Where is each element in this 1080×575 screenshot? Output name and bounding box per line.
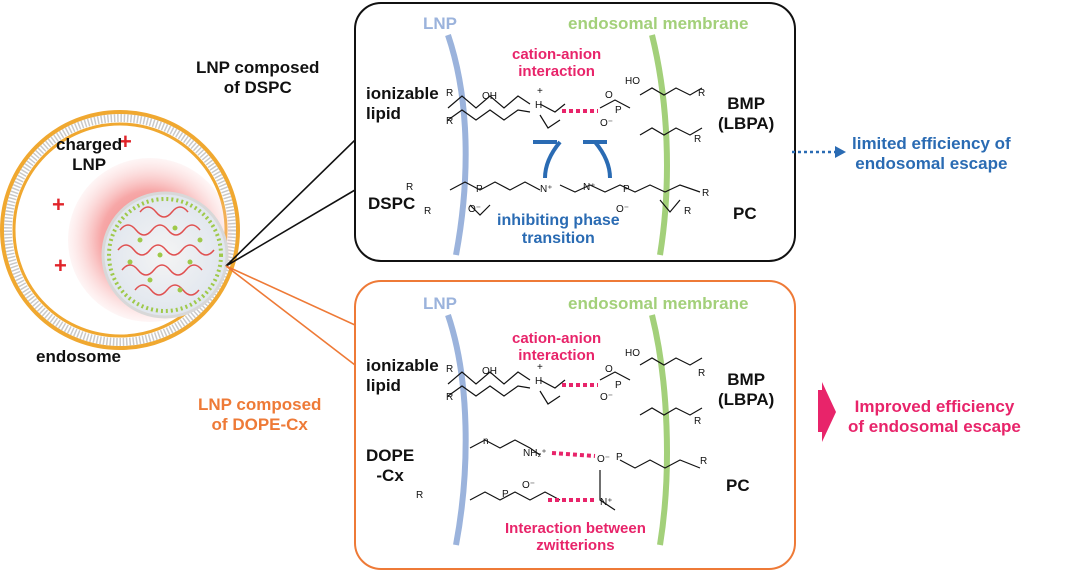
dspc-endosomal-membrane-line <box>649 34 670 256</box>
chem-nh2-plus: NH₂⁺ <box>523 448 547 459</box>
chem-o: O <box>605 364 613 375</box>
chem-ho: HO <box>625 76 640 87</box>
chem-p: P <box>615 105 622 116</box>
chem-r: R <box>694 134 701 145</box>
chem-r: R <box>700 456 707 467</box>
chem-p: P <box>502 489 509 500</box>
dope-endosomal-membrane-line <box>649 314 670 546</box>
lnp-particle <box>101 191 229 319</box>
chem-labels: R OH R H + O P O⁻ HO R R R R P O⁻ N⁺ N⁺ … <box>406 76 709 508</box>
chem-h: H <box>535 376 542 387</box>
chem-n-plus: N⁺ <box>583 182 596 193</box>
dspc-chemistry <box>447 87 703 216</box>
chem-r: R <box>684 206 691 217</box>
dope-zwitterion-dotted-1 <box>551 451 596 458</box>
dope-lnp-title: LNP <box>423 294 457 313</box>
chem-o-minus: O⁻ <box>616 204 629 215</box>
chem-p: P <box>476 184 483 195</box>
dope-interaction-label: cation-anion interaction <box>512 330 602 365</box>
dope-chemistry <box>447 357 703 511</box>
chem-o-minus: O⁻ <box>522 480 535 491</box>
chem-plus: + <box>537 362 543 373</box>
chem-o-minus: O⁻ <box>597 454 610 465</box>
dspc-lnp-membrane-line <box>445 34 469 256</box>
dspc-inhibiting-label: inhibiting phase transition <box>497 212 620 248</box>
lnp-dope-label: LNP composed of DOPE-Cx <box>198 395 322 434</box>
improved-escape-arrow <box>818 382 836 442</box>
chem-r: R <box>446 364 453 375</box>
chem-oh: OH <box>482 91 497 102</box>
charge-plus-3: + <box>54 253 67 278</box>
endosome-label: endosome <box>36 347 122 366</box>
lnp-dspc-label: LNP composed of DSPC <box>196 58 320 97</box>
dope-bmp-label: BMP (LBPA) <box>718 370 775 409</box>
chem-oh: OH <box>482 366 497 377</box>
charge-plus-1: + <box>119 129 132 154</box>
charged-lnp-label: charged LNP <box>56 135 123 174</box>
charge-plus-2: + <box>52 192 65 217</box>
chem-p: P <box>616 452 623 463</box>
dope-ionizable-lipid-label: ionizable lipid <box>366 356 439 395</box>
dope-lnp-membrane-line <box>445 314 469 546</box>
chem-r: R <box>446 116 453 127</box>
chem-r: R <box>416 490 423 501</box>
chem-r: R <box>446 392 453 403</box>
chem-o-minus: O⁻ <box>600 118 613 129</box>
zwitterion-label: Interaction between zwitterions <box>505 520 646 555</box>
chem-h: H <box>535 100 542 111</box>
dspc-interaction-label: cation-anion interaction <box>512 46 602 81</box>
chem-p: P <box>615 380 622 391</box>
dspc-inhibit-arrows <box>533 140 612 179</box>
dspc-lnp-title: LNP <box>423 14 457 33</box>
dspc-ionizable-lipid-label: ionizable lipid <box>366 84 439 123</box>
dspc-callout-wedge <box>225 138 356 267</box>
chem-n-sub: n <box>483 436 489 447</box>
dspc-lipid-label: DSPC <box>368 194 416 213</box>
chem-r: R <box>702 188 709 199</box>
dope-cx-label: DOPE -Cx <box>366 446 415 485</box>
chem-ho: HO <box>625 348 640 359</box>
limited-escape-label: limited efficiency of endosomal escape <box>852 134 1011 173</box>
chem-o-minus: O⁻ <box>600 392 613 403</box>
dspc-membrane-title: endosomal membrane <box>568 14 749 33</box>
dope-callout-wedge <box>225 265 356 367</box>
chem-plus: + <box>537 86 543 97</box>
chem-r: R <box>698 368 705 379</box>
chem-p: P <box>623 184 630 195</box>
dope-pc-label: PC <box>726 476 750 495</box>
chem-o: O <box>605 90 613 101</box>
chem-r: R <box>406 182 413 193</box>
chem-r: R <box>698 88 705 99</box>
chem-r: R <box>446 88 453 99</box>
chem-r: R <box>424 206 431 217</box>
dspc-bmp-label: BMP (LBPA) <box>718 94 775 133</box>
chem-r: R <box>694 416 701 427</box>
chem-o-minus: O⁻ <box>468 204 481 215</box>
dope-membrane-title: endosomal membrane <box>568 294 749 313</box>
chem-n-plus: N⁺ <box>540 184 553 195</box>
improved-escape-label: Improved efficiency of endosomal escape <box>848 397 1021 436</box>
chem-n-plus: N⁺ <box>600 497 613 508</box>
dspc-pc-label: PC <box>733 204 757 223</box>
